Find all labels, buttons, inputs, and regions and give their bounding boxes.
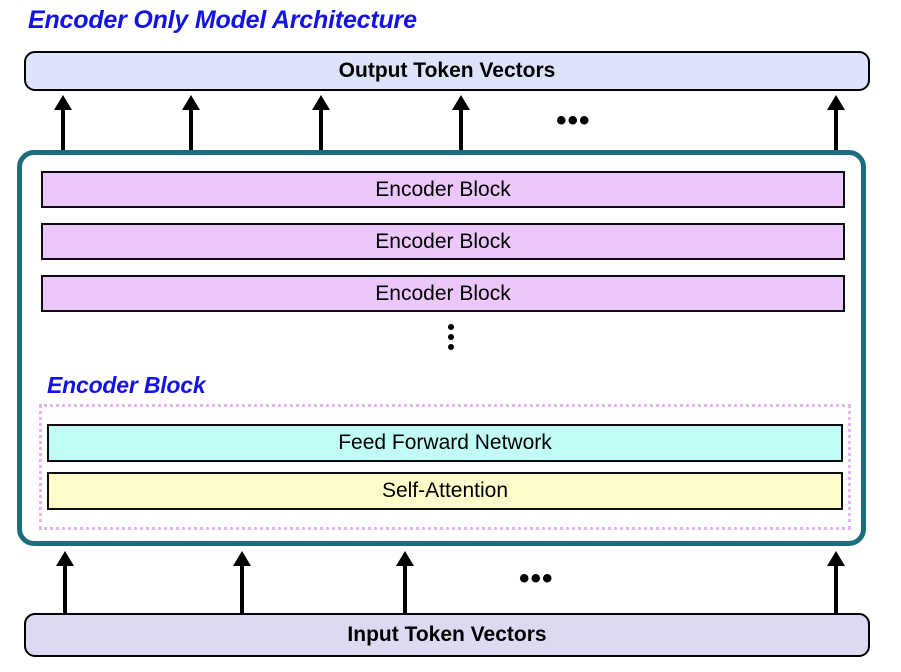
encoder-block-bar: Encoder Block: [41, 275, 845, 312]
arrow-head: [827, 95, 845, 110]
arrow-up-icon: [54, 95, 72, 150]
arrow-shaft: [834, 104, 838, 150]
output-token-vectors-box: Output Token Vectors: [24, 51, 870, 91]
arrow-up-icon: [56, 551, 74, 613]
encoder-block-bar: Encoder Block: [41, 171, 845, 208]
self-attention-label: Self-Attention: [381, 479, 509, 502]
arrow-head: [182, 95, 200, 110]
arrow-shaft: [319, 104, 323, 150]
bottom-ellipsis: •••: [519, 562, 554, 595]
ellipsis-dot: [447, 344, 454, 350]
encoder-block-detail-title: Encoder Block: [47, 372, 206, 398]
arrow-up-icon: [182, 95, 200, 150]
ellipsis-dot: [447, 324, 454, 330]
output-token-vectors-label: Output Token Vectors: [338, 59, 556, 82]
arrow-up-icon: [827, 551, 845, 613]
arrow-head: [396, 551, 414, 566]
arrow-shaft: [834, 560, 838, 613]
ellipsis-dot: [447, 334, 454, 340]
arrow-shaft: [61, 104, 65, 150]
encoder-block-label: Encoder Block: [375, 229, 511, 253]
input-token-vectors-box: Input Token Vectors: [24, 613, 870, 657]
feed-forward-network-label: Feed Forward Network: [338, 431, 552, 454]
arrow-up-icon: [312, 95, 330, 150]
arrow-up-icon: [452, 95, 470, 150]
arrow-shaft: [240, 560, 244, 613]
arrow-shaft: [403, 560, 407, 613]
arrow-head: [233, 551, 251, 566]
page-title: Encoder Only Model Architecture: [28, 6, 417, 34]
arrow-head: [54, 95, 72, 110]
arrow-head: [827, 551, 845, 566]
arrow-head: [56, 551, 74, 566]
arrow-up-icon: [827, 95, 845, 150]
arrow-shaft: [63, 560, 67, 613]
arrow-up-icon: [396, 551, 414, 613]
encoder-block-bar: Encoder Block: [41, 223, 845, 260]
vertical-ellipsis-icon: [0, 320, 901, 350]
encoder-block-detail-group: [39, 404, 851, 530]
arrow-head: [312, 95, 330, 110]
arrow-shaft: [459, 104, 463, 150]
encoder-block-label: Encoder Block: [375, 177, 511, 201]
self-attention-bar: Self-Attention: [47, 472, 843, 510]
feed-forward-network-bar: Feed Forward Network: [47, 424, 843, 462]
arrow-up-icon: [233, 551, 251, 613]
arrow-shaft: [189, 104, 193, 150]
top-ellipsis: •••: [556, 104, 591, 137]
arrow-head: [452, 95, 470, 110]
input-token-vectors-label: Input Token Vectors: [347, 623, 547, 646]
encoder-block-label: Encoder Block: [375, 281, 511, 305]
